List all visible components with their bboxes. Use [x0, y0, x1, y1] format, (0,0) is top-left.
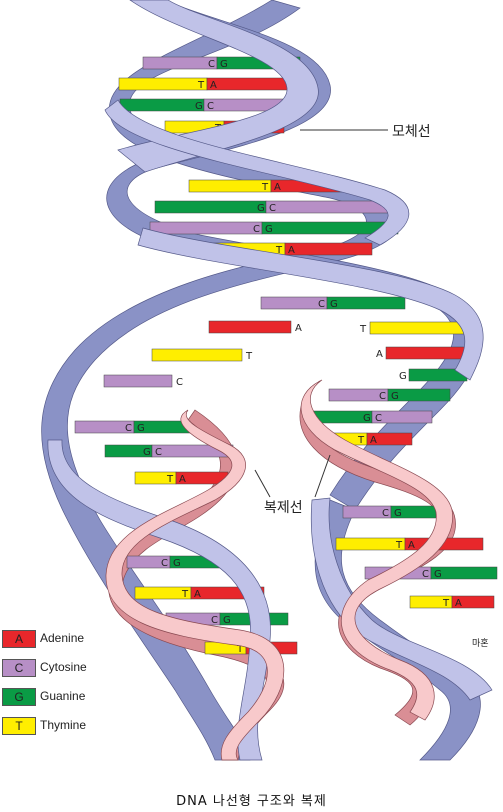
right-daughter-3-label-A: A: [370, 435, 377, 446]
left-daughter-1-label-C: C: [125, 423, 132, 434]
left-daughter-5-label-T: T: [181, 589, 189, 600]
pair-5-label-A: A: [274, 182, 281, 193]
left-daughter-5-label-A: A: [194, 589, 201, 600]
left-daughter-2-label-C: C: [155, 447, 162, 458]
right-daughter-7-base-A: [451, 595, 495, 609]
left-daughter-6-label-C: C: [211, 615, 218, 626]
pair-5-label-T: T: [261, 182, 269, 193]
right-daughter-7-label-A: A: [455, 598, 462, 609]
legend-label-adenine: Adenine: [40, 631, 85, 645]
right-daughter-4-label-C: C: [382, 508, 389, 519]
callout-lines: [254, 129, 388, 498]
left-daughter-3-label-T: T: [166, 474, 174, 485]
pair-2-base-T: [118, 77, 208, 91]
right-daughter-3-base-A: [366, 432, 413, 446]
pair-9-label-C: C: [318, 299, 325, 310]
front-strands: [47, 0, 493, 761]
left-daughter-3-label-A: A: [179, 474, 186, 485]
pair-8-label-A: A: [288, 245, 295, 256]
right-daughter-6-label-G: G: [434, 569, 442, 580]
right-daughter-2-label-C: C: [375, 413, 382, 424]
right-daughter-2-base-C: [371, 410, 433, 424]
daughter-strand-front-left: [105, 409, 285, 761]
right-daughter-1-base-G: [387, 388, 451, 402]
right-daughter-6-base-G: [430, 566, 498, 580]
legend-label-thymine: Thymine: [40, 718, 87, 732]
legend-swatch-adenine: A: [2, 630, 36, 648]
pair-3-label-C: C: [207, 101, 214, 112]
left-daughter-7-label-T: T: [236, 644, 244, 655]
left-daughter-1-label-G: G: [137, 423, 145, 434]
right-daughter-5-label-T: T: [395, 540, 403, 551]
pair-6-label-G: G: [257, 203, 265, 214]
pair-6-base-G: [154, 200, 267, 214]
legend-item-adenine: A Adenine: [0, 628, 140, 648]
pair-2-label-T: T: [197, 80, 205, 91]
pair-6-label-C: C: [269, 203, 276, 214]
right-daughter-2-label-G: G: [363, 413, 371, 424]
legend-label-guanine: Guanine: [40, 689, 86, 703]
parent-strand-front-1: [117, 0, 319, 173]
parent-strand-front-3: [137, 227, 484, 381]
legend-item-thymine: T Thymine: [0, 715, 140, 735]
right-daughter-1-label-G: G: [391, 391, 399, 402]
unpaired-left-2-label-T: T: [245, 351, 253, 362]
pair-7-label-G: G: [265, 224, 273, 235]
pair-7-base-C: [149, 221, 263, 235]
pair-8-base-A: [284, 242, 373, 256]
unpaired-right-2-label-A: A: [376, 349, 383, 360]
figure-caption: DNA 나선형 구조와 복제: [176, 794, 327, 809]
legend-swatch-guanine: G: [2, 688, 36, 706]
daughter-strand-front-right: [300, 379, 453, 721]
pair-3-label-G: G: [195, 101, 203, 112]
parent-strand-front-left: [47, 439, 271, 761]
left-daughter-6-label-G: G: [223, 615, 231, 626]
parent-strand-front-2: [104, 99, 410, 246]
right-daughter-5-label-A: A: [408, 540, 415, 551]
unpaired-right-1-base-T: [369, 321, 473, 335]
pair-9-base-G: [326, 296, 406, 310]
unpaired-left-3-base-C: [103, 374, 173, 388]
unpaired-left-2-base-T: [151, 348, 243, 362]
pair-2-label-A: A: [210, 80, 217, 91]
mahon-label: 마혼: [472, 639, 489, 649]
right-daughter-7-label-T: T: [442, 598, 450, 609]
right-daughter-1-label-C: C: [379, 391, 386, 402]
legend-swatch-thymine: T: [2, 717, 36, 735]
legend-item-cytosine: C Cytosine: [0, 657, 140, 677]
left-daughter-4-label-G: G: [173, 558, 181, 569]
unpaired-right-3-label-G: G: [399, 371, 407, 382]
left-daughter-2-label-G: G: [143, 447, 151, 458]
pair-9-label-G: G: [330, 299, 338, 310]
parent-strand-label: 모체선: [392, 124, 431, 140]
unpaired-left-1-label-A: A: [295, 323, 302, 334]
pair-6-base-C: [265, 200, 391, 214]
pair-1-base-C: [142, 56, 218, 70]
pair-7-label-C: C: [253, 224, 260, 235]
legend-label-cytosine: Cytosine: [40, 660, 87, 674]
right-daughter-6-label-C: C: [422, 569, 429, 580]
right-daughter-5-base-T: [335, 537, 406, 551]
left-daughter-4-label-C: C: [161, 558, 168, 569]
legend-item-guanine: G Guanine: [0, 686, 140, 706]
parent-strand-front-right: [310, 497, 493, 701]
pair-3-base-G: [119, 98, 205, 112]
unpaired-left-3-label-C: C: [176, 377, 183, 388]
unpaired-left-1-base-A: [208, 320, 292, 334]
daughter-strand-label: 복제선: [264, 500, 303, 516]
pair-8-label-T: T: [275, 245, 283, 256]
pair-1-label-C: C: [208, 59, 215, 70]
unpaired-right-1-label-T: T: [359, 324, 367, 335]
pair-1-label-G: G: [220, 59, 228, 70]
legend-swatch-cytosine: C: [2, 659, 36, 677]
pair-5-base-T: [188, 179, 272, 193]
right-daughter-3-label-T: T: [357, 435, 365, 446]
right-daughter-4-label-G: G: [394, 508, 402, 519]
